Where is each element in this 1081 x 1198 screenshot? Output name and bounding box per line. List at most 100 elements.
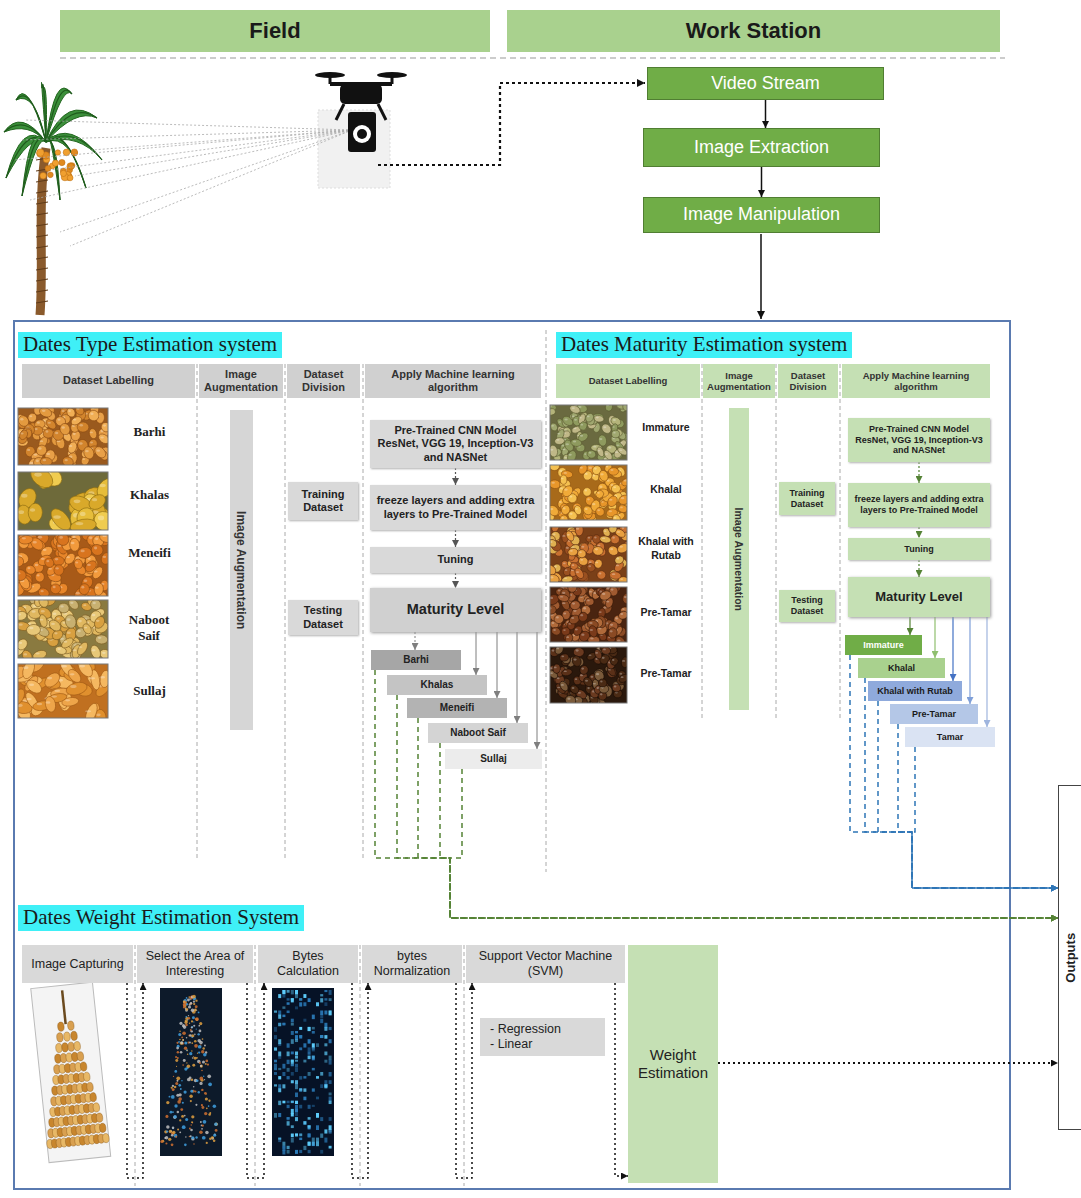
fruit-shine bbox=[566, 547, 569, 549]
roi-pixel bbox=[193, 1003, 195, 1005]
fruit-shine bbox=[585, 489, 588, 491]
byte-cell bbox=[287, 1011, 290, 1014]
fruit-shine bbox=[57, 618, 60, 620]
roi-pixel bbox=[206, 1142, 208, 1144]
roi-pixel bbox=[213, 1104, 217, 1108]
byte-cell bbox=[324, 1027, 327, 1030]
fruit-shine bbox=[580, 435, 583, 437]
fruit-shine bbox=[94, 570, 98, 572]
fruit-shine bbox=[43, 459, 47, 461]
fruit-shine bbox=[610, 630, 613, 632]
date-fruit bbox=[593, 415, 604, 423]
date-fruit bbox=[88, 428, 98, 440]
roi-pixel bbox=[201, 1104, 203, 1106]
roi-pixel bbox=[199, 1130, 203, 1134]
fruit-shine bbox=[616, 445, 619, 446]
fruit-shine bbox=[84, 579, 88, 582]
roi-pixel bbox=[185, 1008, 188, 1011]
fruit-shine bbox=[590, 629, 593, 631]
dates-photo bbox=[18, 408, 108, 465]
date-fruit bbox=[89, 1092, 96, 1102]
roi-pixel bbox=[181, 1115, 184, 1118]
fruit-shine bbox=[60, 605, 63, 607]
date-fruit bbox=[64, 614, 78, 630]
date-fruit bbox=[35, 572, 44, 582]
roi-pixel bbox=[166, 1101, 169, 1104]
fruit-shine bbox=[604, 530, 607, 532]
fruit-shine bbox=[594, 536, 596, 538]
roi-pixel bbox=[191, 1008, 195, 1012]
date-fruit bbox=[65, 408, 77, 419]
date-fruit bbox=[616, 446, 627, 457]
column-divider bbox=[840, 364, 841, 720]
fruit-shine bbox=[96, 620, 100, 622]
date-fruit bbox=[561, 627, 571, 636]
fruit-shine bbox=[76, 592, 80, 595]
fruit-shine bbox=[597, 492, 599, 494]
roi-pixel bbox=[191, 1020, 193, 1022]
fruit-shine bbox=[593, 475, 596, 477]
date-fruit bbox=[43, 556, 56, 569]
date-fruit bbox=[76, 438, 89, 452]
photo-ground bbox=[18, 408, 108, 465]
date-fruit bbox=[550, 465, 560, 471]
roi-pixel bbox=[203, 1047, 205, 1049]
roi-pixel bbox=[165, 1136, 168, 1139]
fruit-shine bbox=[619, 673, 622, 675]
bunch-photo bbox=[30, 982, 111, 1163]
fruit-shine bbox=[597, 509, 600, 511]
fruit-shine bbox=[620, 613, 623, 615]
roi-pixel bbox=[196, 1079, 199, 1082]
byte-cell bbox=[287, 1060, 290, 1064]
roi-pixel bbox=[191, 1042, 193, 1044]
roi-pixel bbox=[178, 1033, 181, 1036]
date-fruit bbox=[83, 702, 100, 718]
byte-cell bbox=[295, 1101, 298, 1104]
fruit-shine bbox=[587, 415, 590, 417]
date-cluster bbox=[59, 159, 65, 165]
roi-pixel bbox=[173, 1076, 174, 1077]
roi-pixel bbox=[179, 1119, 181, 1121]
byte-cell bbox=[303, 1019, 306, 1022]
byte-cell bbox=[282, 994, 285, 997]
date-fruit bbox=[618, 504, 628, 514]
roi-pixel bbox=[202, 1136, 206, 1140]
byte-cell bbox=[287, 1068, 290, 1072]
fruit-shine bbox=[90, 441, 93, 443]
fruit-shine bbox=[85, 450, 89, 452]
fruit-shine bbox=[90, 431, 93, 433]
date-fruit bbox=[622, 593, 627, 604]
byte-cell bbox=[312, 1056, 315, 1061]
date-fruit bbox=[18, 535, 33, 545]
date-fruit bbox=[600, 422, 613, 435]
fruit-shine bbox=[38, 447, 41, 450]
fruit-shine bbox=[54, 632, 57, 634]
photo-border bbox=[18, 535, 108, 596]
date-fruit bbox=[74, 1041, 81, 1051]
date-fruit bbox=[65, 680, 89, 697]
fruit-shine bbox=[581, 546, 584, 548]
roi-pixel bbox=[185, 1008, 187, 1010]
date-fruit bbox=[56, 1032, 63, 1042]
video-link bbox=[378, 83, 645, 165]
frond-rib bbox=[22, 138, 46, 196]
date-fruit bbox=[24, 677, 44, 695]
frond-rib bbox=[42, 84, 46, 142]
roi-pixel bbox=[198, 1012, 200, 1014]
fruit-shine bbox=[102, 652, 106, 654]
dates-photo bbox=[18, 600, 108, 658]
roi-pixel bbox=[188, 1017, 190, 1019]
date-fruit bbox=[597, 570, 607, 579]
byte-cell bbox=[303, 1076, 306, 1078]
fruit-shine bbox=[603, 426, 606, 428]
fruit-shine bbox=[73, 419, 76, 421]
date-cluster bbox=[60, 170, 66, 176]
fruit-shine bbox=[29, 462, 33, 464]
date-fruit bbox=[99, 535, 108, 544]
flow-arrow bbox=[760, 234, 762, 319]
byte-cell bbox=[299, 1150, 302, 1153]
dates-photo bbox=[550, 527, 627, 582]
date-fruit bbox=[550, 605, 557, 615]
fruit-shine bbox=[565, 569, 568, 571]
byte-cell bbox=[278, 1101, 281, 1105]
